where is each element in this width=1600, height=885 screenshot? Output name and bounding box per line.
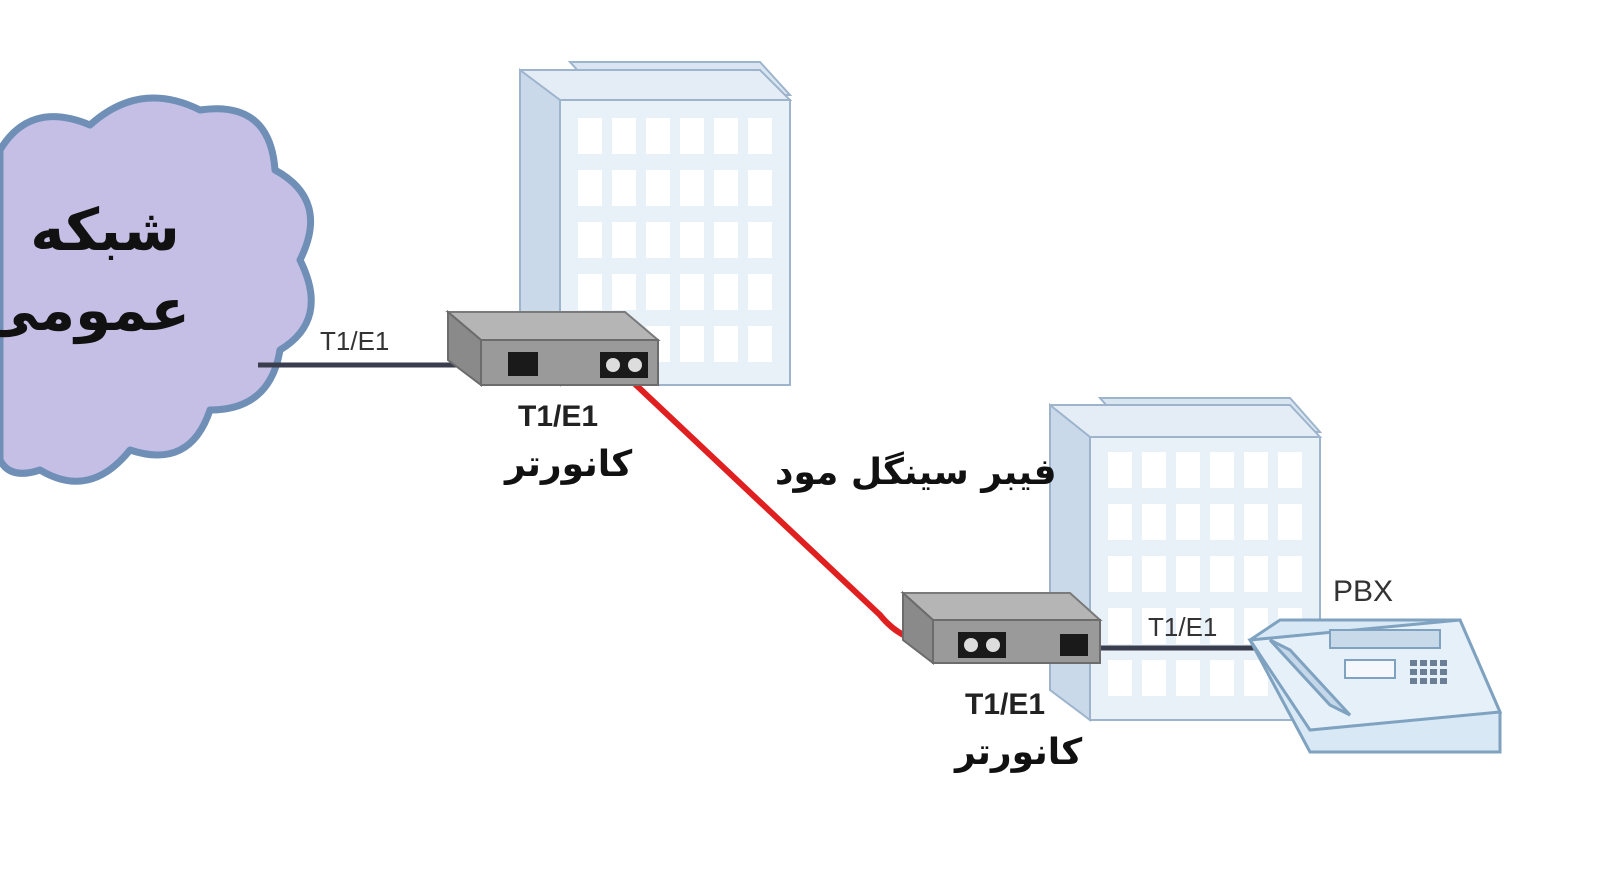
pbx-key xyxy=(1410,678,1417,684)
building-window xyxy=(646,118,670,154)
pbx-key xyxy=(1440,669,1447,675)
building-window xyxy=(1244,504,1268,540)
building-window xyxy=(612,274,636,310)
building-window xyxy=(714,118,738,154)
building-window xyxy=(714,326,738,362)
building-window xyxy=(1210,504,1234,540)
building-window xyxy=(748,118,772,154)
building-window xyxy=(1244,556,1268,592)
building-window xyxy=(1244,452,1268,488)
building-window xyxy=(578,274,602,310)
converter-right-model: T1/E1 xyxy=(965,688,1046,721)
pbx-key xyxy=(1430,669,1437,675)
building-window xyxy=(1210,660,1234,696)
building-window xyxy=(1176,660,1200,696)
building-window xyxy=(578,170,602,206)
building-window xyxy=(748,326,772,362)
pbx-label: PBX xyxy=(1333,575,1394,608)
building-left xyxy=(519,61,793,387)
building-window xyxy=(1176,556,1200,592)
building-window xyxy=(1176,504,1200,540)
building-window xyxy=(1142,504,1166,540)
building-window xyxy=(1108,452,1132,488)
pbx-phone-icon xyxy=(1247,618,1503,754)
building-window xyxy=(714,222,738,258)
link-label-left: T1/E1 xyxy=(320,326,390,356)
building-window xyxy=(1142,556,1166,592)
pbx-key xyxy=(1420,669,1427,675)
building-window xyxy=(1142,608,1166,644)
building-window xyxy=(646,274,670,310)
building-window xyxy=(680,118,704,154)
converter-right xyxy=(900,590,1103,666)
pbx-key xyxy=(1420,678,1427,684)
building-window xyxy=(1108,660,1132,696)
cloud-label: شبکه عمومی xyxy=(0,190,190,350)
building-window xyxy=(714,274,738,310)
building-window xyxy=(1210,556,1234,592)
building-window xyxy=(748,222,772,258)
building-window xyxy=(748,274,772,310)
fiber-label: فیبر سینگل مود xyxy=(775,452,1057,493)
building-window xyxy=(646,222,670,258)
building-window xyxy=(578,222,602,258)
pbx-key xyxy=(1430,678,1437,684)
building-window xyxy=(1210,452,1234,488)
building-window xyxy=(1142,660,1166,696)
converter-left xyxy=(445,309,661,388)
pbx-key xyxy=(1420,660,1427,666)
building-window xyxy=(612,118,636,154)
building-window xyxy=(680,170,704,206)
rj-port-icon xyxy=(508,352,538,376)
building-window xyxy=(612,170,636,206)
building-window xyxy=(1278,556,1302,592)
converter-right-name: کانورتر xyxy=(955,732,1083,773)
building-window xyxy=(1278,452,1302,488)
cloud-label-line2: عمومی xyxy=(0,276,190,344)
building-window xyxy=(680,222,704,258)
building-window xyxy=(612,222,636,258)
building-window xyxy=(578,118,602,154)
pbx-key xyxy=(1440,678,1447,684)
building-window xyxy=(1142,452,1166,488)
building-window xyxy=(1108,608,1132,644)
public-network-cloud xyxy=(0,94,315,485)
building-window xyxy=(1278,504,1302,540)
pbx-key xyxy=(1430,660,1437,666)
converter-left-model: T1/E1 xyxy=(518,400,599,433)
pbx-key xyxy=(1410,669,1417,675)
cloud-label-line1: شبکه xyxy=(30,196,180,264)
building-window xyxy=(748,170,772,206)
link-label-right: T1/E1 xyxy=(1148,612,1218,642)
pbx-key xyxy=(1440,660,1447,666)
building-window xyxy=(1176,608,1200,644)
converter-left-name: کانورتر xyxy=(505,444,633,485)
building-window xyxy=(714,170,738,206)
building-window xyxy=(1210,608,1234,644)
building-window xyxy=(680,326,704,362)
pbx-key xyxy=(1410,660,1417,666)
building-window xyxy=(1108,556,1132,592)
building-window xyxy=(1108,504,1132,540)
building-window xyxy=(1176,452,1200,488)
building-window xyxy=(646,170,670,206)
building-window xyxy=(680,274,704,310)
rj-port-icon xyxy=(1060,634,1088,656)
